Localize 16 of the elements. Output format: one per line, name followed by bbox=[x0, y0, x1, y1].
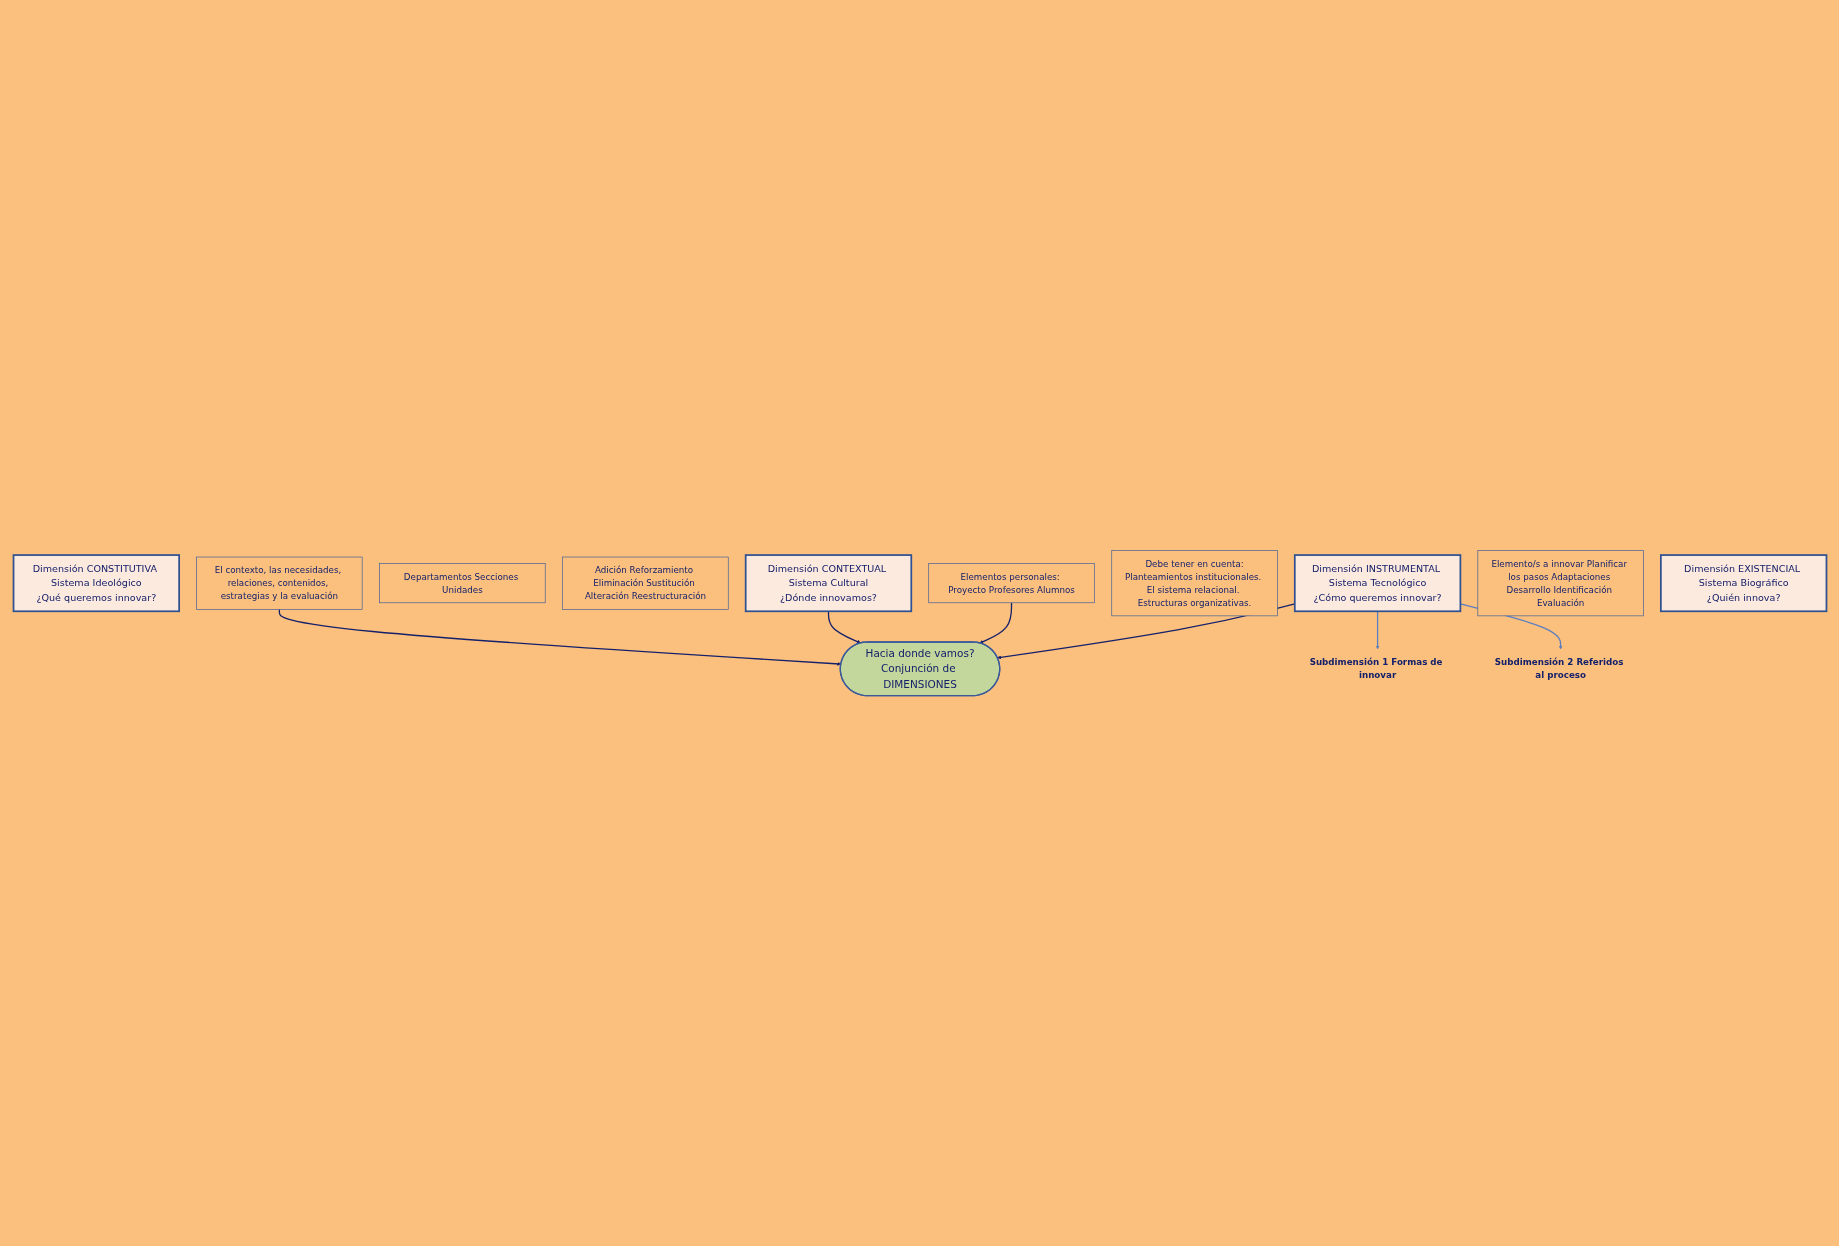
arrow bbox=[827, 610, 861, 644]
node-box: Elementos personales: Proyecto Profesores Alumnos bbox=[927, 563, 1095, 604]
node-box: Dimensión EXISTENCIAL Sistema Biográfico ¿Quién innova? bbox=[1659, 554, 1827, 613]
node-box: Elemento/s a innovar Planificar los pasos Adaptaciones Desarrollo Identificación Evaluación bbox=[1477, 550, 1644, 617]
arrow bbox=[278, 608, 841, 666]
node-text: Subdimensión 2 Referidos al proceso bbox=[1494, 656, 1623, 681]
node-text: Subdimensión 1 Formas de innovar bbox=[1309, 656, 1443, 681]
node-box: Adición Reforzamiento Eliminación Sustitución Alteración Reestructuración bbox=[561, 556, 729, 610]
node-box: Debe tener en cuenta: Planteamientos institucionales. El sistema relacional. Estructuras organizativas. bbox=[1110, 550, 1278, 617]
node-box: Dimensión INSTRUMENTAL Sistema Tecnológico ¿Cómo queremos innovar? bbox=[1293, 554, 1461, 613]
node-box: El contexto, las necesidades, relaciones, contenidos, estrategias y la evaluación bbox=[195, 556, 362, 610]
node-box: Dimensión CONTEXTUAL Sistema Cultural ¿Dónde innovamos? bbox=[744, 554, 912, 613]
arrow bbox=[1375, 610, 1379, 650]
node-box: Dimensión CONSTITUTIVA Sistema Ideológico ¿Qué queremos innovar? bbox=[12, 554, 180, 613]
arrow bbox=[979, 602, 1012, 644]
node-box: Departamentos Secciones Unidades bbox=[378, 563, 546, 604]
